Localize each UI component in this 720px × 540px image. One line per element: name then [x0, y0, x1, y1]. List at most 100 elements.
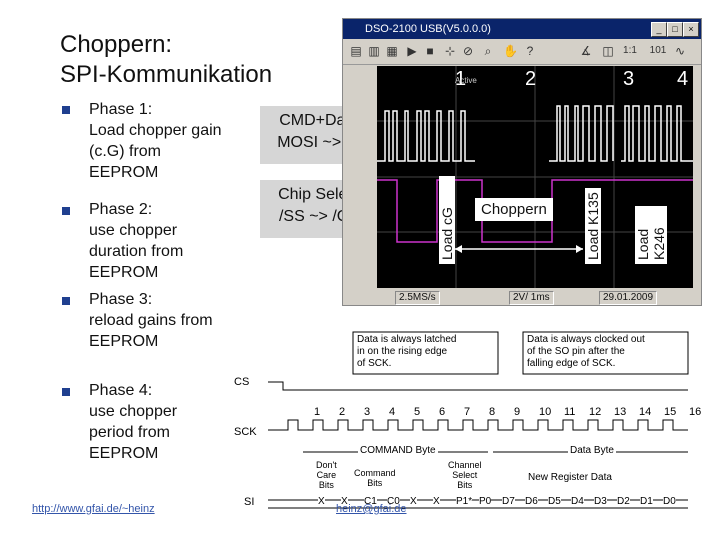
arrow-right-head	[576, 245, 583, 253]
arrow-left-head	[455, 245, 462, 253]
phase-label-3: 3	[623, 68, 635, 90]
load-k246-label: Load K246	[635, 206, 667, 264]
hand-icon[interactable]: ✋	[503, 44, 518, 58]
clock-number: 8	[489, 406, 496, 418]
note-left: Data is always latched in on the rising …	[357, 334, 457, 369]
dont-care-label: Don't Care Bits	[316, 460, 337, 490]
clock-number: 6	[439, 406, 446, 418]
bullet-phase-3: Phase 3: reload gains from EEPROM	[89, 291, 213, 350]
page-title: Choppern: SPI-Kommunikation	[60, 31, 273, 88]
data-trace	[377, 105, 693, 162]
zoom-ratio-label[interactable]: 1:1	[623, 45, 637, 56]
close-button[interactable]: ×	[683, 22, 699, 37]
si-bit: D6	[525, 496, 538, 507]
si-bit: X	[410, 496, 417, 507]
clock-number: 12	[589, 406, 602, 418]
data-burst-1	[377, 110, 475, 162]
clock-number: 10	[539, 406, 552, 418]
data-byte-label: Data Byte	[568, 445, 616, 456]
minimize-button[interactable]: _	[651, 22, 667, 37]
scope-toolbar: ▤ ▥ ▦ ▶ ■ ⊹ ⊘ ⌕ ✋ ? ∡ ◫ 1:1 101 ∿	[343, 40, 701, 65]
math-icon[interactable]: ∡	[580, 44, 592, 58]
load-k135-label: Load K135	[585, 188, 601, 264]
clock-number: 14	[639, 406, 652, 418]
note-right: Data is always clocked out of the SO pin…	[527, 334, 645, 369]
phase-label-4: 4	[677, 68, 689, 90]
cs-signal	[268, 381, 688, 391]
si-bit: P0	[479, 496, 492, 507]
data-burst-3	[621, 105, 693, 162]
zoom-icon[interactable]: ⌕	[484, 44, 492, 58]
open-icon[interactable]: ▤	[350, 44, 362, 58]
clock-number: 4	[389, 406, 396, 418]
si-bit: D5	[548, 496, 561, 507]
clock-number: 15	[664, 406, 677, 418]
si-bit: X	[341, 496, 348, 507]
clock-number: 9	[514, 406, 521, 418]
clock-number: 7	[464, 406, 471, 418]
load-cg-label: Load cG	[439, 176, 455, 264]
choppern-label: Choppern	[475, 198, 553, 221]
si-bit: D7	[502, 496, 515, 507]
scope-traces	[377, 66, 693, 288]
si-bit: X	[318, 496, 325, 507]
scope-screen: 1 Active 2 3 4 Choppern Load cG Load K13…	[377, 66, 693, 288]
si-bit: D1	[640, 496, 653, 507]
sck-label: SCK	[234, 426, 257, 438]
cs-label: CS	[234, 376, 250, 388]
clock-number: 3	[364, 406, 371, 418]
channel-label[interactable]: 101	[649, 45, 667, 56]
bullet-phase-1: Phase 1: Load chopper gain (c.G) from EE…	[89, 101, 222, 181]
command-byte-label: COMMAND Byte	[358, 445, 438, 456]
window-title: DSO-2100 USB(V5.0.0.0)	[365, 23, 491, 35]
bullet-phase-4: Phase 4: use chopper period from EEPROM	[89, 382, 178, 462]
bullet-phase-2: Phase 2: use chopper duration from EEPRO…	[89, 201, 184, 281]
channel-icon[interactable]: ◫	[602, 44, 614, 58]
cursor-icon[interactable]: ⊹	[444, 44, 456, 58]
oscilloscope-window: DSO-2100 USB(V5.0.0.0) _ □ × ▤ ▥ ▦ ▶ ■ ⊹…	[342, 18, 702, 306]
footer-link-email[interactable]: heinz@gfai.de	[336, 503, 407, 515]
clock-number: 16	[689, 406, 702, 418]
si-bit: D3	[594, 496, 607, 507]
sample-rate: 2.5MS/s	[395, 291, 440, 305]
note-right-box	[522, 331, 689, 375]
save-icon[interactable]: ▥	[368, 44, 380, 58]
maximize-button[interactable]: □	[667, 22, 683, 37]
si-label: SI	[244, 496, 255, 508]
channel-select-label: Channel Select Bits	[448, 460, 482, 490]
si-bit: D2	[617, 496, 630, 507]
si-bit: C1	[364, 496, 377, 507]
clock-number: 1	[314, 406, 321, 418]
clock-number: 2	[339, 406, 346, 418]
sck-signal	[268, 419, 688, 431]
phase-label-2: 2	[525, 68, 537, 90]
si-bit: D4	[571, 496, 584, 507]
window-titlebar[interactable]: DSO-2100 USB(V5.0.0.0)	[343, 19, 701, 39]
footer-link[interactable]: http://www.gfai.de/~heinz	[32, 503, 155, 515]
measure-icon[interactable]: ⊘	[462, 44, 474, 58]
bullet-marker	[62, 106, 70, 114]
si-bit: C0	[387, 496, 400, 507]
phase-label-1: 1	[455, 68, 467, 90]
print-icon[interactable]: ▦	[386, 44, 398, 58]
command-bits-label: Command Bits	[354, 468, 396, 488]
help-icon[interactable]: ?	[526, 44, 534, 58]
clock-number: 13	[614, 406, 627, 418]
capture-date: 29.01.2009	[599, 291, 658, 305]
bullet-marker	[62, 388, 70, 396]
volt-div: 2V/ 1ms	[509, 291, 554, 305]
clock-number: 11	[564, 406, 576, 418]
data-burst-2	[549, 105, 614, 162]
waveform-icon[interactable]: ∿	[674, 44, 686, 58]
scope-statusbar: 2.5MS/s 2V/ 1ms 29.01.2009	[343, 289, 701, 305]
timing-diagram: Data is always latched in on the rising …	[228, 330, 702, 530]
bullet-marker	[62, 207, 70, 215]
si-bit: D0	[663, 496, 676, 507]
si-bit: P1*	[456, 496, 473, 507]
clock-number: 5	[414, 406, 421, 418]
note-left-box	[352, 331, 499, 375]
active-label: Active	[455, 76, 477, 85]
run-icon[interactable]: ▶	[407, 44, 417, 58]
stop-icon[interactable]: ■	[426, 44, 434, 58]
si-bit: X	[433, 496, 440, 507]
